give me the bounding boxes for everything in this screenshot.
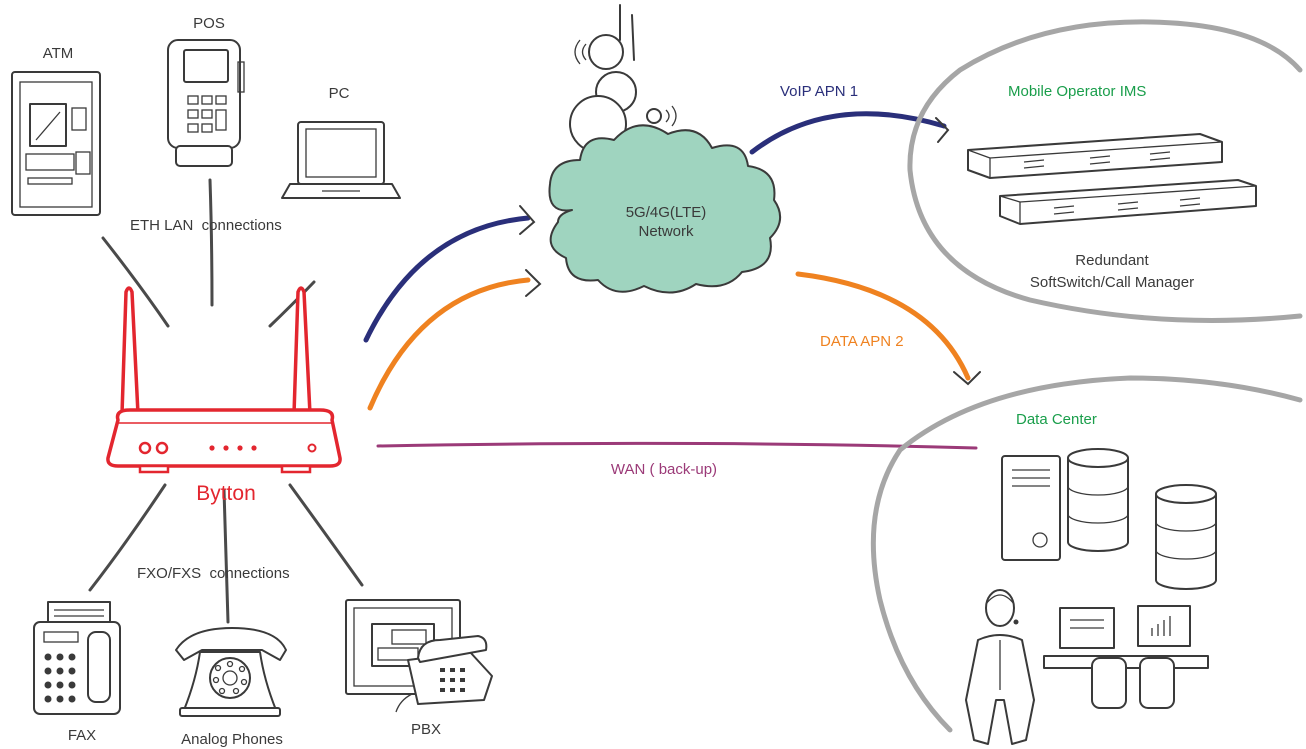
analog-phone-icon	[175, 627, 287, 717]
operator-person-icon	[965, 589, 1035, 745]
fxo-connector-lines	[88, 483, 364, 624]
data-link-datacenter	[795, 271, 981, 386]
fax-icon	[33, 601, 121, 715]
pbx-label: PBX	[411, 721, 441, 738]
ims-caption-line2: SoftSwitch/Call Manager	[1030, 274, 1194, 291]
pc-icon	[281, 121, 401, 199]
datacenter-enclosure	[870, 375, 1303, 733]
voip-link-ims	[749, 111, 950, 155]
database-icon-2	[1155, 484, 1217, 590]
voip-link-router	[363, 205, 536, 343]
router-label: Bytton	[196, 482, 256, 505]
atm-label: ATM	[43, 45, 74, 62]
datacenter-server-tower-icon	[1001, 455, 1061, 561]
wan-backup-label: WAN ( back-up)	[611, 461, 717, 478]
pc-label: PC	[329, 85, 350, 102]
eth-connections-label: ETH LAN connections	[130, 217, 282, 234]
pos-icon	[167, 39, 245, 167]
eth-connector-lines	[101, 178, 316, 328]
fax-label: FAX	[68, 727, 96, 744]
cloud-label-line2: Network	[638, 223, 694, 240]
data-link-router	[367, 269, 542, 411]
cell-tower-icon	[569, 4, 677, 153]
ims-title: Mobile Operator IMS	[1008, 83, 1146, 100]
operator-desk-icon	[1043, 605, 1209, 709]
cloud-label-line1: 5G/4G(LTE)	[626, 204, 707, 221]
router-icon	[106, 286, 342, 474]
ims-enclosure	[907, 19, 1303, 323]
softswitch-server-icon	[967, 133, 1257, 225]
analog-phones-label: Analog Phones	[181, 731, 283, 748]
wan-backup-link	[376, 441, 978, 450]
pbx-icon	[345, 599, 493, 713]
ims-caption-line1: Redundant	[1075, 252, 1149, 269]
lte-cloud-icon	[548, 124, 781, 294]
voip-apn-label: VoIP APN 1	[780, 83, 858, 100]
database-icon	[1067, 448, 1129, 552]
datacenter-title: Data Center	[1016, 411, 1097, 428]
pos-label: POS	[193, 15, 225, 32]
atm-icon	[11, 71, 101, 216]
data-apn-label: DATA APN 2	[820, 333, 904, 350]
fxo-connections-label: FXO/FXS connections	[137, 565, 290, 582]
